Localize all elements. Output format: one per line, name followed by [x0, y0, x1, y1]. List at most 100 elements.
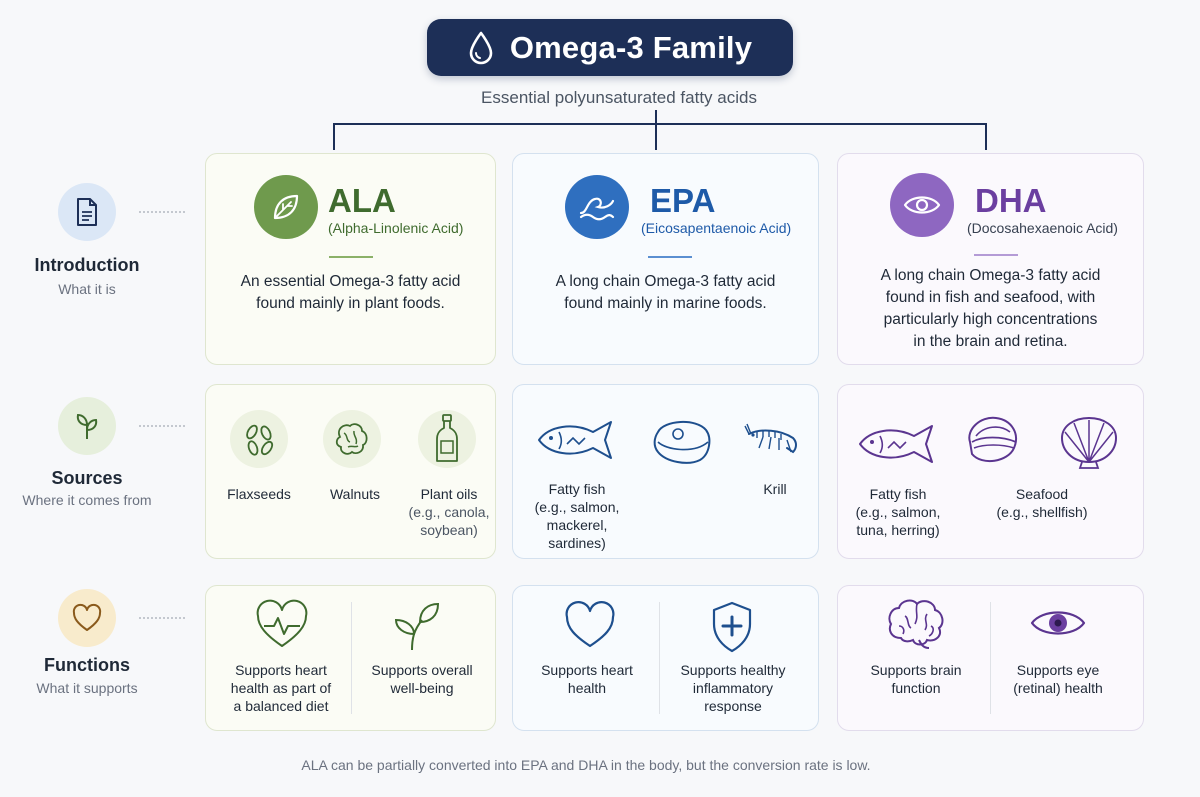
source-label-line: (e.g., salmon, — [855, 504, 941, 520]
source-label-line: Fatty fish — [869, 486, 927, 502]
introduction-row-subtitle: What it is — [58, 281, 116, 297]
source-label-line: Seafood — [1015, 486, 1069, 502]
mussel-icon — [968, 416, 1017, 463]
row-connector-dots — [139, 211, 185, 213]
wave-icon — [579, 197, 615, 221]
source-label-line: mackerel, — [546, 517, 608, 533]
function-label-line: (retinal) health — [1013, 680, 1103, 696]
function-label-line: function — [891, 680, 941, 696]
source-label-line: (e.g., shellfish) — [996, 504, 1088, 520]
function-label: Supports brain function — [852, 661, 980, 697]
brain-icon — [888, 599, 944, 649]
page-title: Omega-3 Family — [509, 29, 753, 65]
function-label-line: Supports eye — [1016, 662, 1100, 678]
function-label-line: inflammatory — [692, 680, 774, 696]
flaxseed-circle — [230, 410, 288, 468]
shield-plus-icon — [712, 601, 752, 653]
ala-description-line: found mainly in plant foods. — [256, 295, 445, 312]
row-connector-dots — [139, 425, 185, 427]
epa-full-name: (Eicosapentaenoic Acid) — [641, 220, 792, 236]
source-label-line: tuna, herring) — [856, 522, 940, 538]
oil-bottle-icon — [436, 414, 458, 462]
function-label-line: response — [704, 698, 762, 714]
dha-underline — [974, 254, 1018, 256]
walnut-circle — [323, 410, 381, 468]
source-detail-line: (e.g., canola, — [408, 504, 490, 520]
introduction-row-title: Introduction — [34, 255, 140, 275]
epa-underline — [648, 256, 692, 258]
walnut-icon — [335, 423, 368, 455]
function-label-line: Supports heart — [235, 662, 327, 678]
fish-icon — [538, 421, 612, 459]
ala-description-line: An essential Omega-3 fatty acid — [240, 273, 461, 290]
epa-name: EPA — [650, 182, 716, 219]
ala-name: ALA — [328, 182, 396, 219]
function-label-line: health as part of — [230, 680, 332, 696]
sprout-icon — [394, 602, 440, 651]
source-label: Fatty fish (e.g., salmon, mackerel, sard… — [526, 480, 628, 552]
flaxseed-icon — [246, 424, 274, 456]
sources-row-subtitle: Where it comes from — [22, 492, 152, 508]
function-label: Supports eye (retinal) health — [992, 661, 1124, 697]
function-divider — [990, 602, 991, 714]
ala-description: An essential Omega-3 fatty acid found ma… — [205, 271, 496, 315]
function-label-line: well-being — [390, 680, 454, 696]
function-label-line: Supports healthy — [680, 662, 786, 678]
ala-full-name: (Alpha-Linolenic Acid) — [328, 220, 464, 236]
water-drop-icon — [469, 31, 493, 64]
epa-sources-card — [512, 384, 819, 559]
dha-introduction-card — [837, 153, 1144, 365]
source-detail-line: soybean) — [420, 522, 478, 538]
function-label: Supports healthy inflammatory response — [668, 661, 798, 715]
epa-description: A long chain Omega-3 fatty acid found ma… — [512, 271, 819, 315]
dha-description: A long chain Omega-3 fatty acid found in… — [837, 265, 1144, 353]
oil-bottle-circle — [418, 410, 476, 468]
functions-row-subtitle: What it supports — [36, 680, 138, 696]
sources-row-icon — [58, 397, 116, 455]
dha-full-name: (Docosahexaenoic Acid) — [967, 220, 1118, 236]
page-subtitle: Essential polyunsaturated fatty acids — [481, 88, 757, 107]
dha-badge — [890, 173, 954, 237]
document-icon — [77, 198, 97, 226]
dha-name: DHA — [975, 182, 1047, 219]
source-label: Fatty fish (e.g., salmon, tuna, herring) — [849, 485, 947, 539]
sprout-icon — [76, 413, 98, 439]
ala-badge — [254, 175, 318, 239]
fish-icon — [859, 425, 933, 463]
introduction-row-icon — [58, 183, 116, 241]
source-label-line: Fatty fish — [548, 481, 606, 497]
ala-functions-card — [205, 585, 496, 731]
function-label-line: Supports overall — [371, 662, 473, 678]
source-label-line: sardines) — [548, 535, 606, 551]
function-label-line: health — [567, 680, 607, 696]
function-label-line: a balanced diet — [233, 698, 329, 714]
source-label: Flaxseeds — [227, 486, 291, 502]
heart-icon — [565, 601, 615, 648]
functions-row-icon — [58, 589, 116, 647]
dha-description-line: particularly high concentrations — [883, 311, 1098, 328]
scallop-icon — [1060, 416, 1118, 469]
function-label: Supports overall well-being — [356, 661, 488, 697]
dha-description-line: in the brain and retina. — [913, 333, 1068, 350]
eye-icon — [903, 196, 941, 214]
eye-icon — [1030, 611, 1086, 635]
source-label: Plant oils (e.g., canola, soybean) — [404, 485, 494, 539]
epa-functions-card — [512, 585, 819, 731]
epa-badge — [565, 175, 629, 239]
source-label: Walnuts — [329, 486, 381, 502]
source-label: Seafood (e.g., shellfish) — [982, 485, 1102, 521]
heart-pulse-icon — [256, 599, 308, 647]
function-label: Supports heart health — [526, 661, 648, 697]
dha-description-line: A long chain Omega-3 fatty acid — [880, 267, 1101, 284]
function-label: Supports heart health as part of a balan… — [214, 661, 348, 715]
ala-introduction-card — [205, 153, 496, 365]
dha-sources-card — [837, 384, 1144, 559]
tree-connector — [333, 110, 987, 150]
function-label-line: Supports brain — [870, 662, 962, 678]
krill-icon — [744, 423, 797, 454]
fish-fillet-icon — [653, 421, 711, 464]
title-banner: Omega-3 Family — [427, 19, 793, 76]
source-label-line: (e.g., salmon, — [534, 499, 620, 515]
epa-description-line: found mainly in marine foods. — [564, 295, 767, 312]
leaf-icon — [273, 194, 299, 220]
